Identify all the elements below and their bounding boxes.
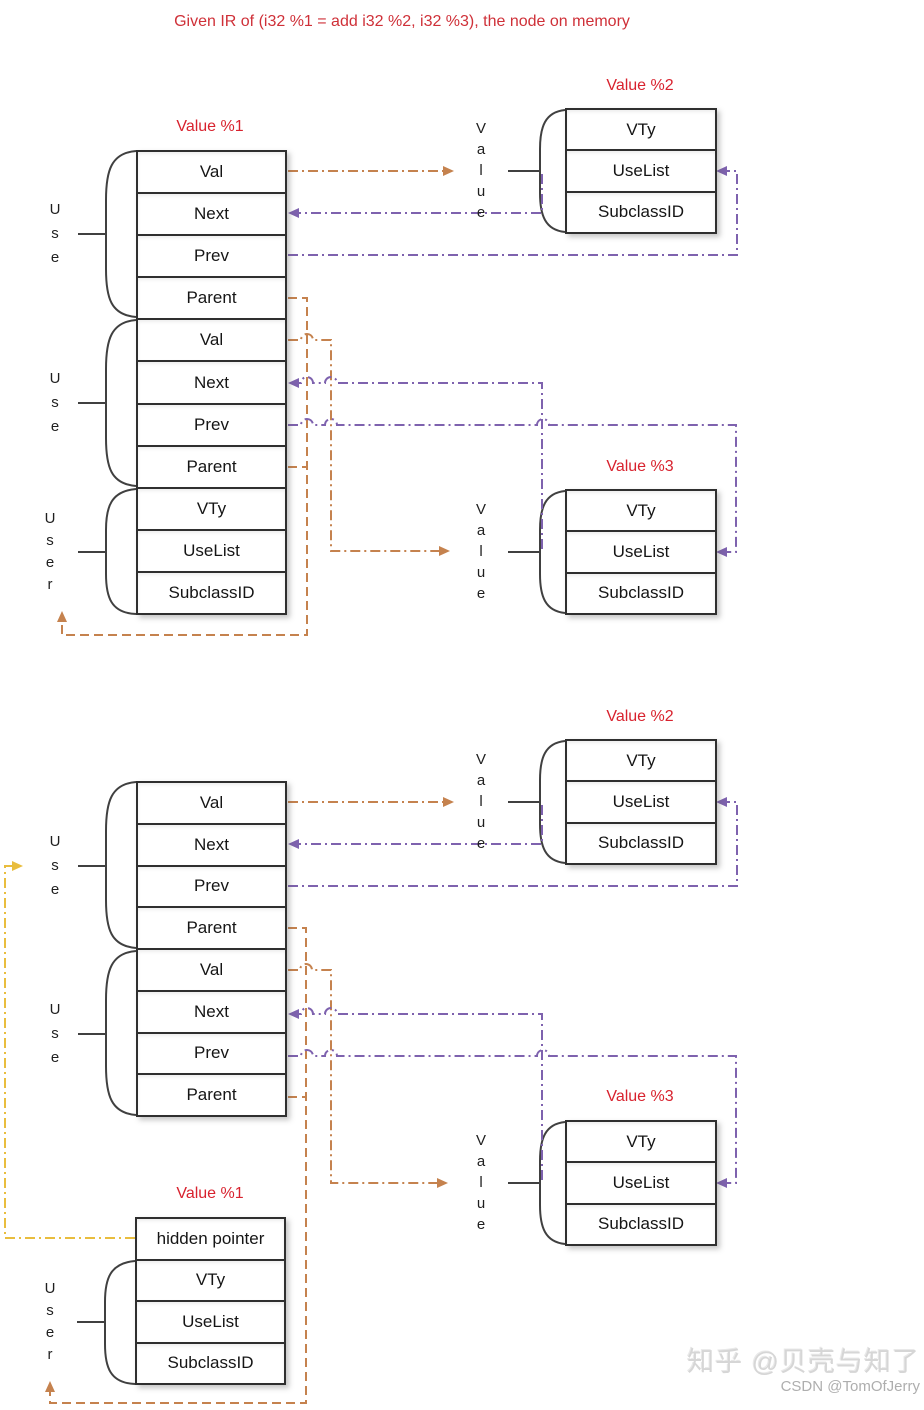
value2-stack-bottom: VTy UseList SubclassID bbox=[565, 739, 717, 865]
field-uselist: UseList bbox=[567, 1161, 715, 1203]
diagram-title: Given IR of (i32 %1 = add i32 %2, i32 %3… bbox=[174, 13, 630, 30]
group-label-value3-top: V a l u e bbox=[475, 501, 486, 602]
arrowhead bbox=[443, 166, 454, 176]
arrowhead bbox=[716, 166, 727, 176]
value2-stack-top: VTy UseList SubclassID bbox=[565, 108, 717, 234]
bracket-user bbox=[105, 488, 137, 615]
value3-stack-bottom: VTy UseList SubclassID bbox=[565, 1120, 717, 1246]
bracket-use1-b bbox=[105, 781, 137, 949]
field-prev: Prev bbox=[138, 234, 285, 277]
bracket-value2 bbox=[539, 109, 566, 233]
field-subclassid: SubclassID bbox=[137, 1341, 284, 1383]
field-next: Next bbox=[138, 360, 285, 403]
arrowhead bbox=[57, 611, 67, 622]
field-next: Next bbox=[138, 989, 285, 1032]
field-val: Val bbox=[138, 948, 285, 990]
group-label-user-bottom: U s e r bbox=[44, 1280, 56, 1363]
arrow-hidden-pointer-to-use-array bbox=[4, 861, 135, 1239]
field-subclassid: SubclassID bbox=[567, 821, 715, 863]
watermark-zhihu: 知乎 @贝壳与知了 bbox=[687, 1347, 920, 1377]
value3-label-top: Value %3 bbox=[606, 458, 674, 475]
bracket-user-b bbox=[104, 1260, 136, 1385]
value1-label-top: Value %1 bbox=[176, 118, 244, 135]
field-subclassid: SubclassID bbox=[567, 571, 715, 613]
arrow-use1-val-to-value2 bbox=[288, 166, 454, 176]
group-label-use2-bottom: U s e bbox=[49, 1001, 61, 1066]
field-val: Val bbox=[138, 783, 285, 823]
value3-stack-top: VTy UseList SubclassID bbox=[565, 489, 717, 615]
field-prev: Prev bbox=[138, 402, 285, 445]
group-label-use1-bottom: U s e bbox=[49, 833, 61, 898]
field-vty: VTy bbox=[567, 741, 715, 781]
field-vty: VTy bbox=[137, 1258, 284, 1300]
field-subclassid: SubclassID bbox=[567, 190, 715, 232]
value3-label-bottom: Value %3 bbox=[606, 1088, 674, 1105]
group-label-user-top: U s e r bbox=[44, 510, 56, 593]
value1-stack-bottom: hidden pointer VTy UseList SubclassID bbox=[135, 1217, 286, 1385]
bracket-use1 bbox=[105, 150, 137, 318]
arrowhead bbox=[288, 1009, 299, 1019]
value2-label-bottom: Value %2 bbox=[606, 708, 674, 725]
group-label-value2-bottom: V a l u e bbox=[475, 751, 486, 852]
field-val: Val bbox=[138, 152, 285, 193]
watermark: 知乎 @贝壳与知了 CSDN @TomOfJerry bbox=[687, 1347, 920, 1395]
field-vty: VTy bbox=[567, 491, 715, 531]
bracket-use2-b bbox=[105, 950, 137, 1116]
arrow-value3-uselist-to-use2-next-b bbox=[288, 1007, 543, 1180]
field-vty: VTy bbox=[567, 110, 715, 150]
field-next: Next bbox=[138, 192, 285, 235]
arrow-value3-uselist-to-use2-next bbox=[288, 376, 543, 549]
field-uselist: UseList bbox=[567, 149, 715, 191]
bracket-value3-b bbox=[539, 1121, 566, 1245]
arrowhead bbox=[288, 208, 299, 218]
field-prev: Prev bbox=[138, 864, 285, 907]
arrowhead bbox=[716, 1178, 727, 1188]
arrowhead bbox=[716, 797, 727, 807]
use-stack-bottom: Val Next Prev Parent Val Next Prev Paren… bbox=[136, 781, 287, 1117]
field-parent: Parent bbox=[138, 444, 285, 487]
value2-label-top: Value %2 bbox=[606, 77, 674, 94]
arrow-use2-val-to-value3-b bbox=[288, 963, 448, 1188]
field-vty: VTy bbox=[567, 1122, 715, 1162]
group-label-value2-top: V a l u e bbox=[475, 120, 486, 221]
field-uselist: UseList bbox=[137, 1300, 284, 1342]
field-next: Next bbox=[138, 822, 285, 865]
bracket-use2 bbox=[105, 319, 137, 487]
field-subclassid: SubclassID bbox=[138, 570, 285, 614]
bracket-value2-b bbox=[539, 740, 566, 864]
group-label-use2-top: U s e bbox=[49, 370, 61, 435]
arrowhead bbox=[45, 1381, 55, 1392]
field-vty: VTy bbox=[138, 486, 285, 529]
field-parent: Parent bbox=[138, 276, 285, 319]
arrowhead bbox=[288, 378, 299, 388]
use-user-stack-top: Val Next Prev Parent Val Next Prev Paren… bbox=[136, 150, 287, 615]
group-label-use1-top: U s e bbox=[49, 201, 61, 266]
field-val: Val bbox=[138, 318, 285, 361]
value1-label-bottom: Value %1 bbox=[176, 1185, 244, 1202]
field-prev: Prev bbox=[138, 1031, 285, 1074]
arrowhead bbox=[288, 839, 299, 849]
arrowhead bbox=[443, 797, 454, 807]
field-hidden-pointer: hidden pointer bbox=[137, 1219, 284, 1259]
group-label-value3-bottom: V a l u e bbox=[475, 1132, 486, 1233]
field-subclassid: SubclassID bbox=[567, 1202, 715, 1244]
arrowhead bbox=[716, 547, 727, 557]
arrow-value2-uselist-to-use1-next bbox=[288, 174, 543, 218]
arrowhead bbox=[439, 546, 450, 556]
field-parent: Parent bbox=[138, 906, 285, 948]
field-parent: Parent bbox=[138, 1073, 285, 1115]
arrow-use1-val-to-value2-b bbox=[288, 797, 454, 807]
field-uselist: UseList bbox=[567, 780, 715, 822]
field-uselist: UseList bbox=[138, 528, 285, 571]
field-uselist: UseList bbox=[567, 530, 715, 572]
arrowhead bbox=[437, 1178, 448, 1188]
bracket-value3 bbox=[539, 490, 566, 614]
watermark-csdn: CSDN @TomOfJerry bbox=[780, 1377, 920, 1395]
arrow-value2-uselist-to-use1-next-b bbox=[288, 805, 543, 849]
arrow-use2-val-to-value3 bbox=[288, 333, 450, 556]
arrowhead bbox=[12, 861, 23, 871]
